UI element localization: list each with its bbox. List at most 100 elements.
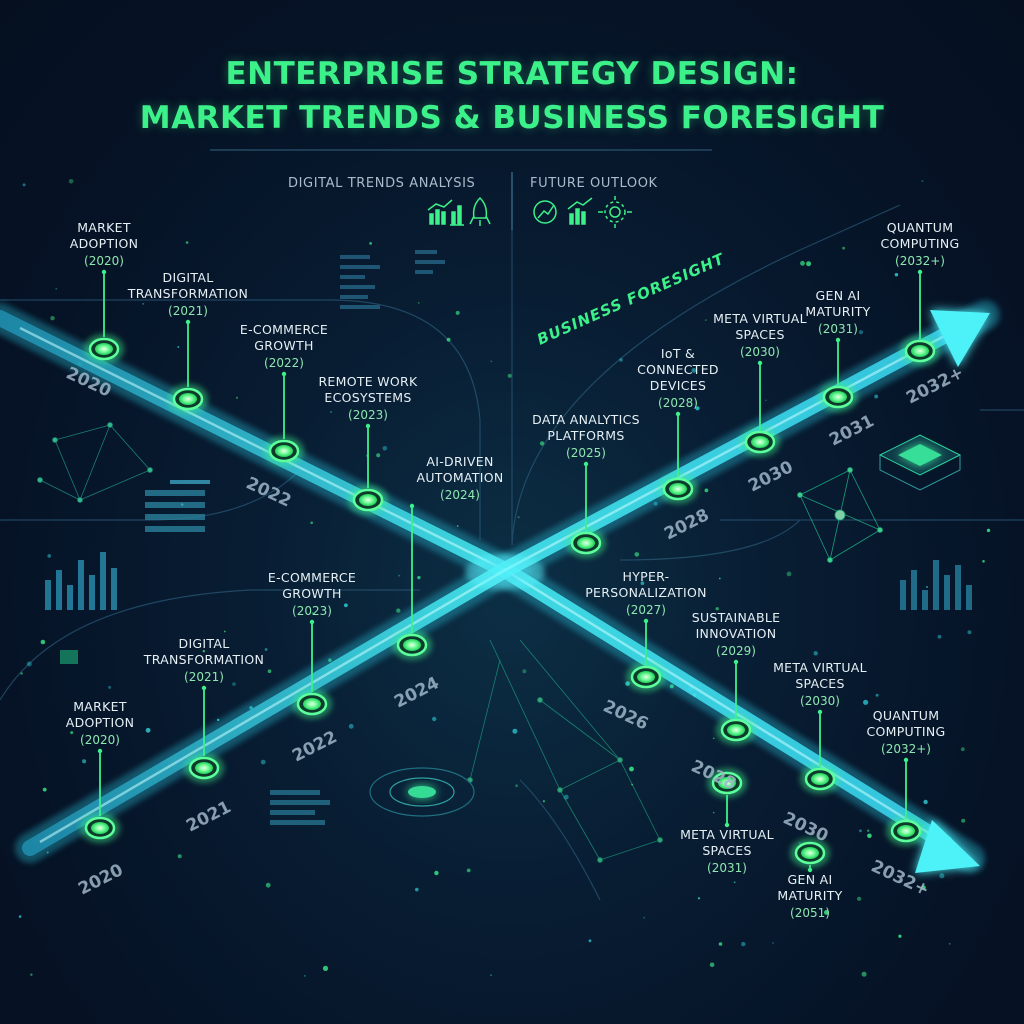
particle	[898, 934, 902, 938]
particle	[310, 521, 314, 525]
milestone-year: (2020)	[80, 733, 120, 747]
particle	[875, 693, 879, 697]
milestone-year: (2030)	[740, 345, 780, 359]
particle	[712, 811, 715, 814]
milestone-year: (2023)	[348, 408, 388, 422]
milestone-year: (2030)	[800, 694, 840, 708]
business-foresight-label: BUSINESS FORESIGHT	[534, 249, 728, 348]
particle	[715, 607, 719, 611]
milestone-title-line: DIGITAL	[163, 270, 214, 285]
particle	[619, 358, 623, 362]
data-bars-upper	[340, 250, 445, 309]
bar-graph-right	[900, 560, 972, 610]
axis-year-label: 2024	[391, 673, 442, 712]
particle	[522, 669, 527, 674]
particle	[797, 881, 800, 883]
particle	[223, 630, 226, 633]
milestone-year: (2024)	[440, 488, 480, 502]
stem-dot	[281, 371, 287, 377]
particle	[68, 179, 74, 184]
particle	[563, 794, 569, 800]
header-future-outlook: FUTURE OUTLOOK	[530, 176, 658, 191]
axis-year-label: 2026	[600, 696, 651, 734]
particle	[867, 833, 872, 839]
particle	[921, 885, 926, 891]
axis-year-label: 2028	[661, 505, 712, 544]
stem-dot	[757, 360, 763, 366]
particle	[859, 829, 862, 833]
milestone-year: (2021)	[168, 304, 208, 318]
milestone-year: (2023)	[292, 604, 332, 618]
particle	[303, 975, 306, 977]
particle	[180, 503, 184, 506]
particle	[926, 586, 928, 588]
stem-dot	[201, 685, 207, 691]
milestone-title-line: SPACES	[795, 676, 844, 691]
milestone-node	[84, 334, 124, 364]
particle	[396, 608, 401, 613]
particle	[643, 916, 645, 919]
milestone-node	[716, 715, 756, 745]
particle	[863, 699, 869, 705]
particle	[741, 941, 746, 947]
particle	[982, 560, 985, 563]
platform-ring	[369, 767, 475, 817]
milestone-node	[818, 382, 858, 412]
particle	[697, 897, 701, 900]
particle	[539, 441, 545, 446]
particle	[108, 685, 112, 689]
particle	[961, 818, 966, 823]
arrowhead-top	[930, 310, 990, 367]
milestone-title-line: ADOPTION	[70, 236, 138, 251]
particle	[42, 787, 47, 792]
page-title: ENTERPRISE STRATEGY DESIGN: MARKET TREND…	[0, 52, 1024, 140]
milestone-year: (2020)	[84, 254, 124, 268]
milestone-title-line: GROWTH	[282, 586, 341, 601]
particle	[800, 260, 805, 266]
particle	[348, 723, 354, 729]
rocket-icon	[469, 196, 491, 226]
particle	[382, 446, 388, 451]
particle	[718, 942, 723, 946]
milestone-node	[392, 630, 432, 660]
stem-dot	[733, 659, 739, 665]
particle	[432, 716, 437, 722]
chip-graphic	[878, 434, 962, 491]
particle	[267, 669, 272, 673]
particle	[415, 887, 419, 892]
milestone-node	[790, 838, 830, 868]
axis-year-label: 2031	[826, 411, 877, 450]
particle	[398, 574, 401, 577]
stem-dot	[643, 618, 649, 624]
stem-dot	[101, 269, 107, 275]
particle	[806, 261, 812, 267]
dot-matrix-bottom	[270, 790, 330, 825]
axis-year-label: 2022	[243, 473, 294, 511]
particle	[264, 648, 268, 651]
particle	[939, 873, 945, 879]
axis-year-labels: 202020222028203020312032+202020212022202…	[63, 363, 967, 901]
network-graphic-bottom	[467, 639, 663, 863]
particle	[709, 962, 715, 968]
stem-dot	[185, 319, 191, 325]
milestone-title-line: SUSTAINABLE	[692, 610, 781, 625]
particle	[857, 896, 862, 901]
particle	[986, 528, 991, 533]
particle	[948, 942, 951, 945]
particle	[369, 242, 372, 245]
bar-chart-icon-right	[567, 197, 593, 225]
particle	[417, 302, 420, 304]
particle	[733, 881, 736, 884]
axis-year-label: 2022	[289, 727, 340, 766]
milestone-title-line: COMPUTING	[866, 724, 945, 739]
particle	[894, 273, 899, 277]
milestone-title-line: SPACES	[702, 843, 751, 858]
dot-matrix-left	[145, 480, 210, 532]
milestone-title-line: INNOVATION	[696, 626, 777, 641]
milestone-year: (2031)	[707, 861, 747, 875]
milestone-node	[740, 427, 780, 457]
